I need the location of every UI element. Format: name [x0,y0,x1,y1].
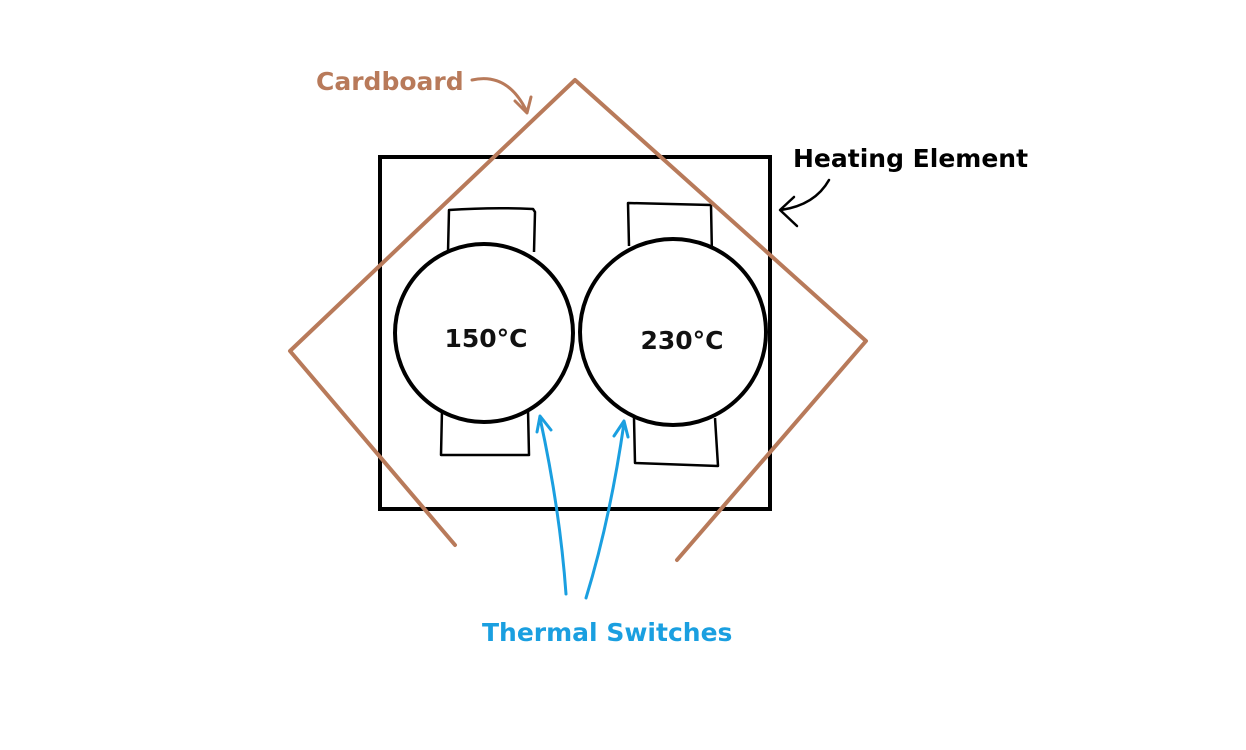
thermal-switch-left [393,242,575,424]
cardboard-arrow-icon [470,77,533,115]
switch-left-temperature: 150°C [444,324,527,353]
cardboard-label: Cardboard [316,67,464,96]
switch-right-top-tab [626,201,714,257]
cardboard-outline [288,78,868,562]
heating-element-plate [378,155,772,511]
thermal-switch-left-arrow-icon [535,414,568,596]
switch-right-temperature: 230°C [640,326,723,355]
switch-left-top-tab [446,206,537,253]
thermal-switch-right [578,237,768,427]
switch-right-bottom-tab [632,417,720,468]
switch-left-bottom-tab [439,409,531,457]
thermal-switches-label: Thermal Switches [482,618,732,647]
thermal-switch-right-arrow-icon [584,419,630,600]
heating-element-label: Heating Element [793,144,1028,173]
heating-element-arrow-icon [778,178,831,228]
